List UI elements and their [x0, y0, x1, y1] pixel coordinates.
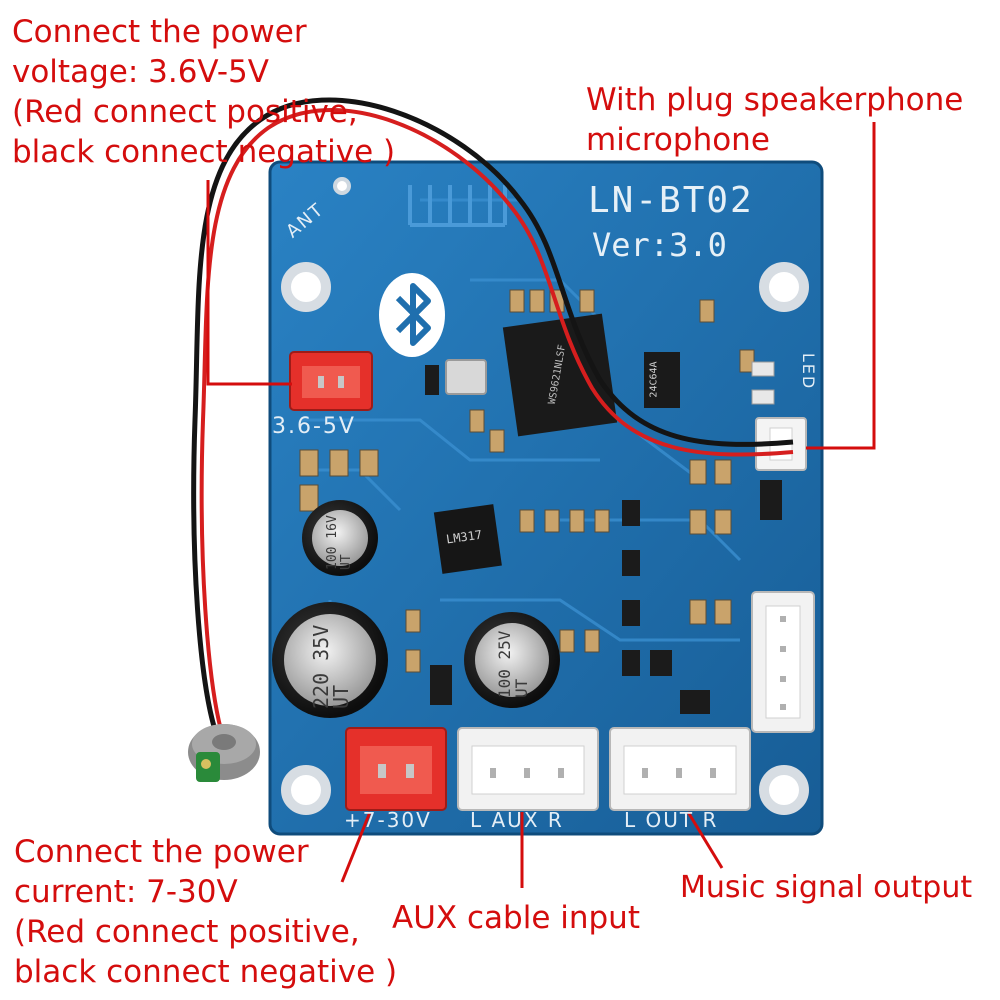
callout-pointer-lines — [206, 122, 876, 888]
status-leds — [751, 361, 775, 405]
aux-silkscreen-label: L AUX R — [470, 808, 564, 832]
bluetooth-logo-icon — [379, 273, 445, 357]
callout-aux-input: AUX cable input — [392, 900, 640, 936]
capacitor-small-2 — [464, 612, 560, 708]
black-transistors — [425, 365, 782, 714]
aux-white-connector — [457, 727, 599, 811]
led-label: LED — [799, 352, 819, 391]
board-model-label: LN-BT02 — [588, 180, 754, 221]
low-power-label: 3.6-5V — [272, 414, 356, 439]
high-power-red-connector — [345, 727, 447, 811]
callout-high-power: Connect the power current: 7-30V (Red co… — [14, 834, 398, 990]
high-power-label: +7-30V — [344, 808, 432, 832]
main-chip: WS9621NLSF — [502, 313, 618, 437]
side-4pin-connector — [751, 591, 815, 733]
out-white-connector — [609, 727, 751, 811]
regulator-chip — [433, 504, 502, 574]
eeprom-chip — [644, 352, 680, 408]
smd-components — [299, 289, 755, 673]
capacitor-small-2-label: 100 25V UT — [495, 630, 531, 698]
microphone-wire — [191, 97, 794, 731]
crystal — [445, 359, 487, 395]
callout-speaker-mic: With plug speakerphone microphone — [586, 82, 964, 158]
microphone-capsule — [188, 724, 260, 782]
low-power-red-connector — [289, 351, 373, 411]
mounting-holes — [281, 262, 809, 815]
eeprom-chip-label: 24C64A — [648, 361, 660, 398]
capacitor-large-label: 220 35V UT — [309, 624, 353, 709]
antenna-pattern — [408, 185, 507, 227]
capacitor-small-1 — [302, 500, 378, 576]
board-version-label: Ver:3.0 — [592, 226, 727, 264]
callout-music-output: Music signal output — [680, 870, 973, 905]
out-silkscreen-label: L OUT R — [624, 808, 719, 832]
antenna-hole — [333, 177, 351, 195]
capacitor-small-1-label: 100 16V UT — [325, 515, 354, 570]
callout-low-power: Connect the power voltage: 3.6V-5V (Red … — [12, 14, 396, 170]
capacitor-large — [272, 602, 388, 718]
